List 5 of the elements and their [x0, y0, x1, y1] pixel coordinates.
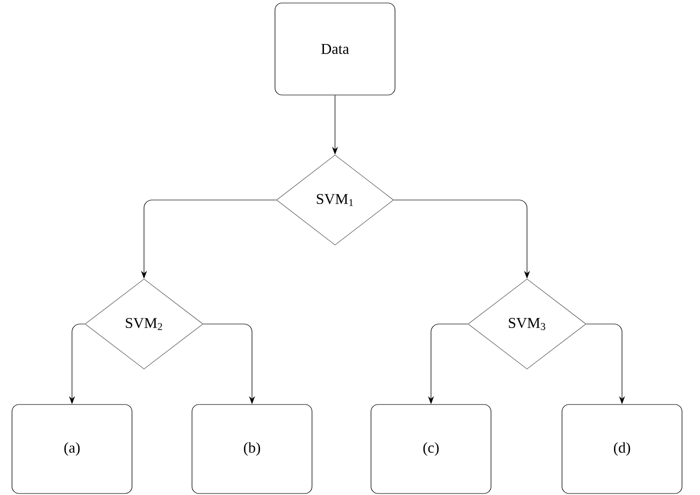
process-box: (c)	[370, 404, 492, 494]
process-box: (a)	[12, 404, 132, 494]
process-box: (d)	[562, 404, 682, 494]
process-box: (b)	[192, 404, 312, 494]
process-box: Data	[274, 2, 396, 96]
